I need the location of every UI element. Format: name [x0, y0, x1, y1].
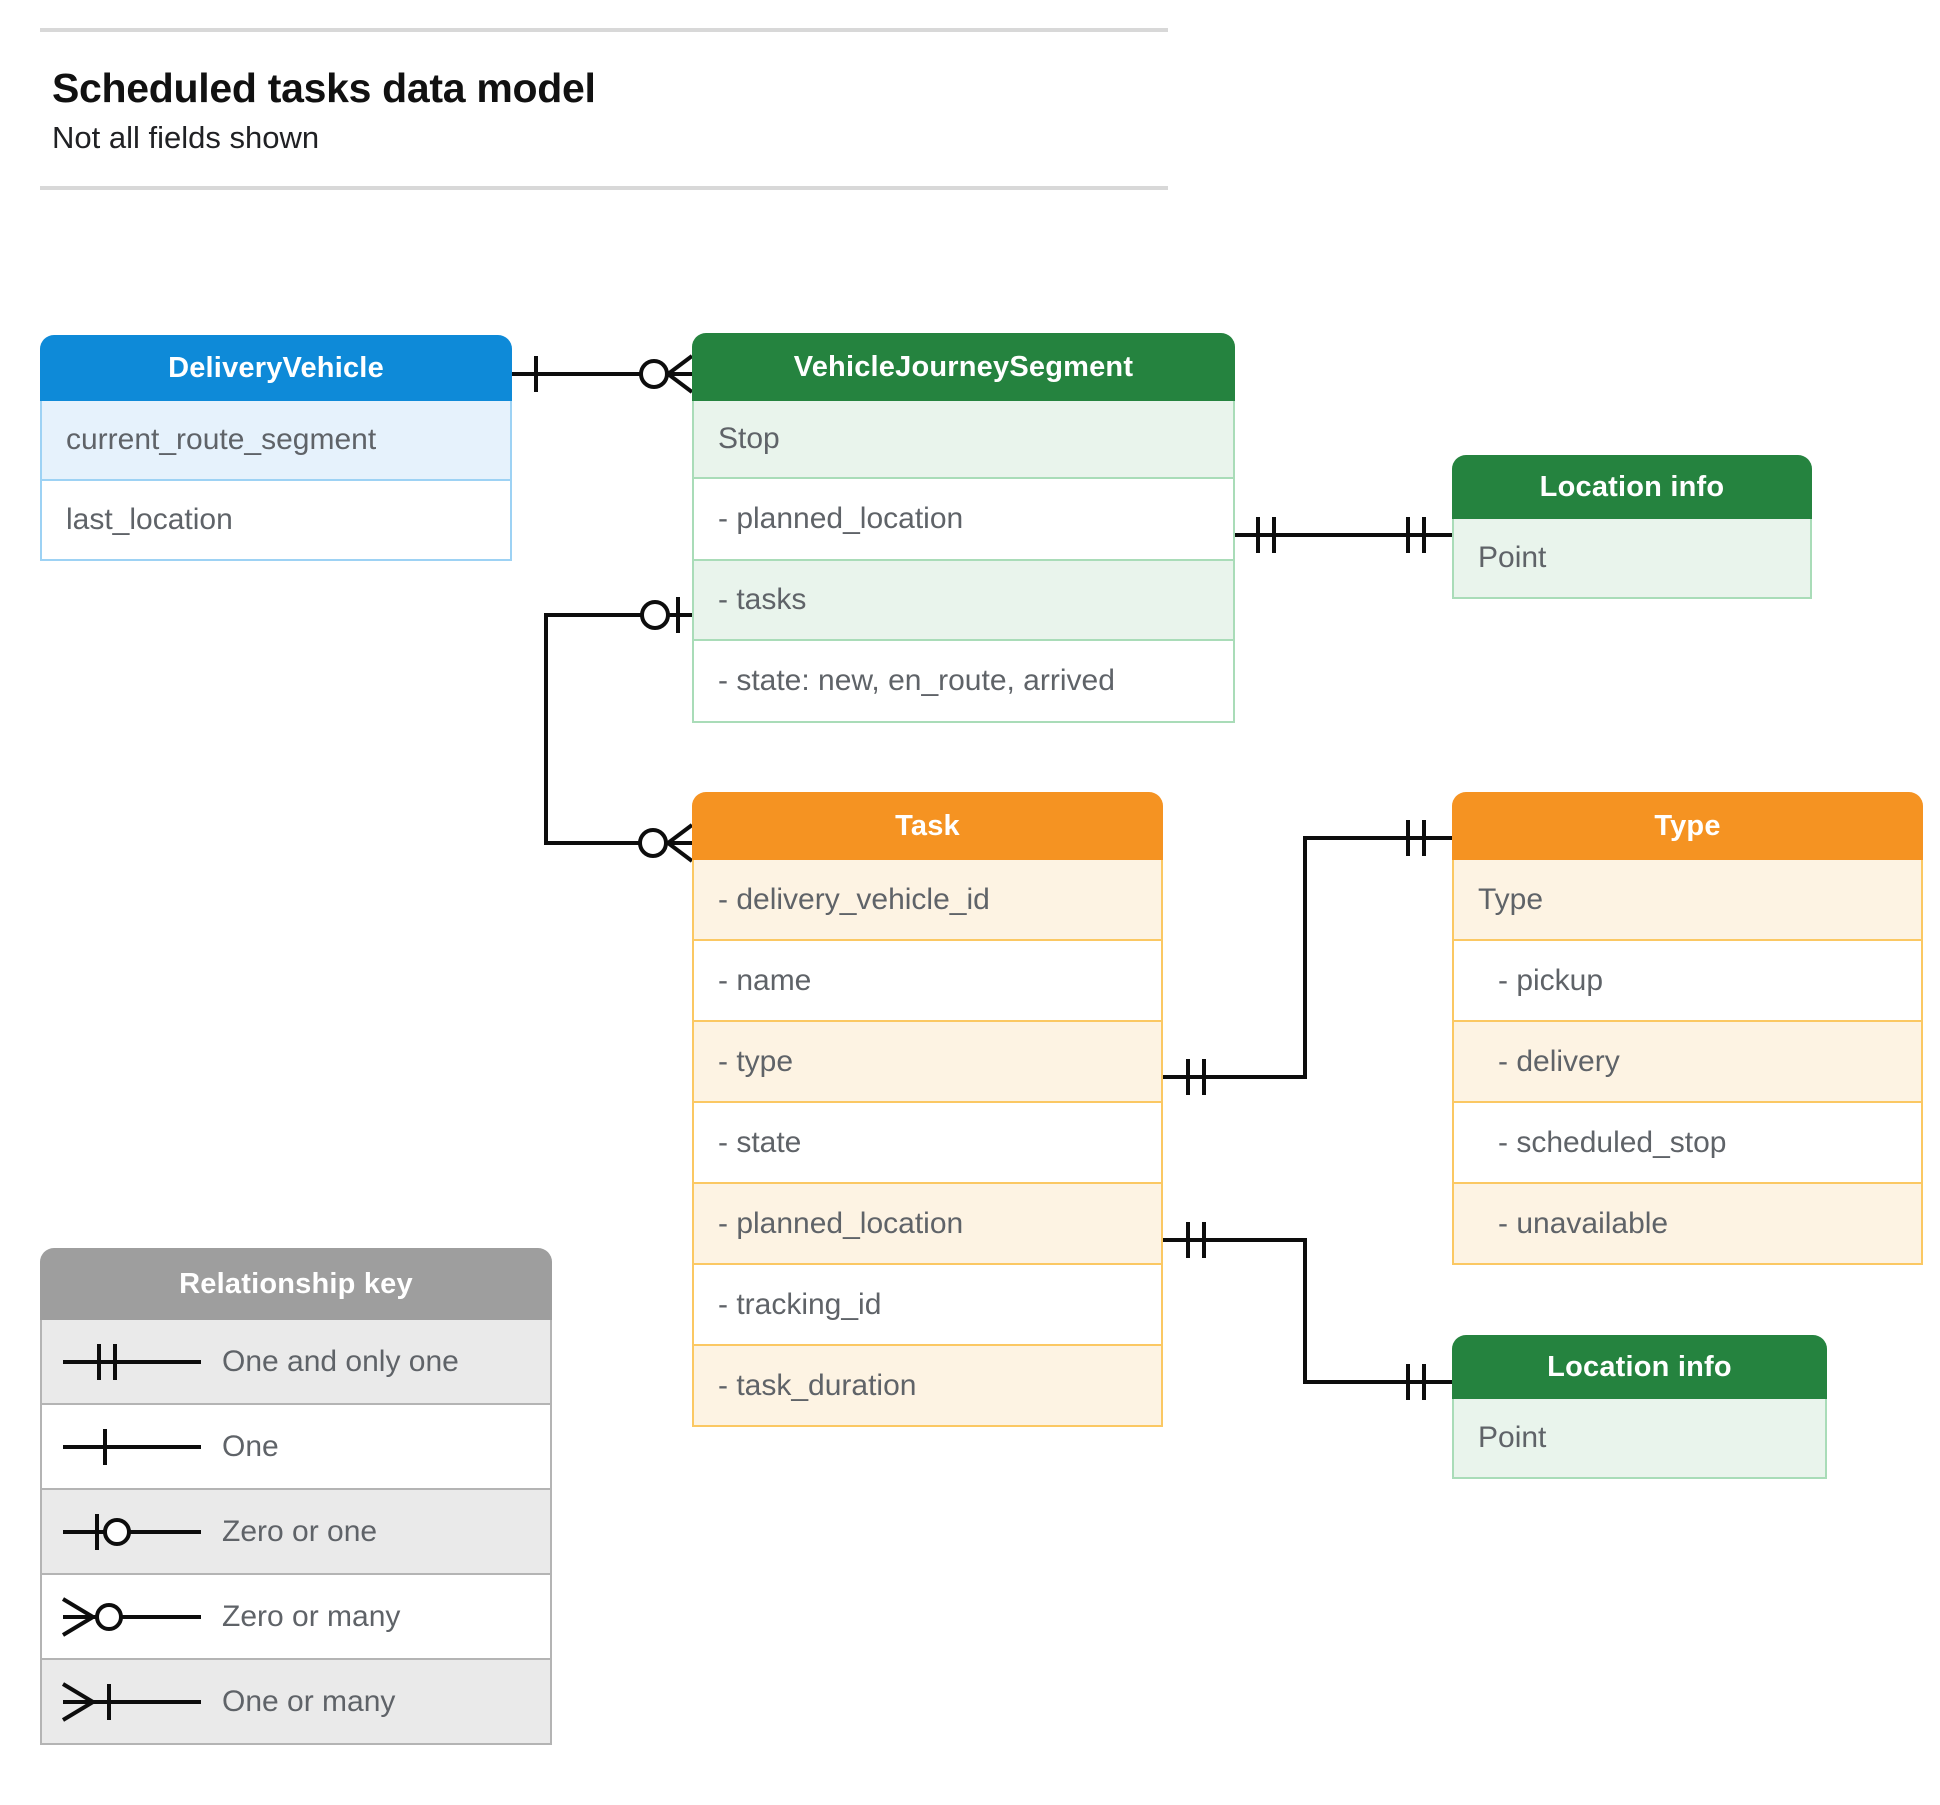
legend-label-zero-or-many: Zero or many	[222, 1599, 401, 1633]
zero-or-many-icon	[42, 1587, 222, 1647]
entity-type[interactable]: Type Type - pickup - delivery - schedule…	[1452, 792, 1923, 1265]
entity-row-point-top: Point	[1452, 519, 1812, 599]
connector-planned-location-to-location-info-top	[1233, 517, 1452, 553]
entity-delivery-vehicle[interactable]: DeliveryVehicle current_route_segment la…	[40, 335, 512, 561]
entity-row-state-task: - state	[692, 1103, 1163, 1184]
entity-location-info-top[interactable]: Location info Point	[1452, 455, 1812, 599]
legend-item-one: One	[40, 1405, 552, 1490]
entity-row-planned-location-task: - planned_location	[692, 1184, 1163, 1265]
entity-row-task-duration: - task_duration	[692, 1346, 1163, 1427]
entity-row-type: - type	[692, 1022, 1163, 1103]
entity-row-unavailable: - unavailable	[1452, 1184, 1923, 1265]
legend-label-one-or-many: One or many	[222, 1684, 396, 1718]
entity-row-state: - state: new, en_route, arrived	[692, 641, 1235, 723]
entity-row-pickup: - pickup	[1452, 941, 1923, 1022]
legend-label-one: One	[222, 1429, 279, 1463]
legend-title: Relationship key	[40, 1248, 552, 1320]
header-rule-bottom	[40, 185, 1168, 190]
entity-row-type-header: Type	[1452, 860, 1923, 941]
legend-item-one-or-many: One or many	[40, 1660, 552, 1745]
entity-row-tasks: - tasks	[692, 561, 1235, 641]
legend-item-zero-or-one: Zero or one	[40, 1490, 552, 1575]
entity-location-info-top-title: Location info	[1452, 455, 1812, 519]
entity-row-scheduled-stop: - scheduled_stop	[1452, 1103, 1923, 1184]
legend-label-one-and-only-one: One and only one	[222, 1344, 459, 1378]
legend-item-one-and-only-one: One and only one	[40, 1320, 552, 1405]
page-header: Scheduled tasks data model Not all field…	[40, 28, 1168, 190]
connector-deliveryvehicle-to-vehiclejourneysegment	[512, 354, 694, 394]
entity-row-delivery: - delivery	[1452, 1022, 1923, 1103]
entity-row-current-route-segment: current_route_segment	[40, 401, 512, 481]
one-and-only-one-icon	[42, 1332, 222, 1392]
entity-task[interactable]: Task - delivery_vehicle_id - name - type…	[692, 792, 1163, 1427]
connector-tasks-to-task	[544, 597, 694, 863]
entity-type-title: Type	[1452, 792, 1923, 860]
legend-item-zero-or-many: Zero or many	[40, 1575, 552, 1660]
entity-row-last-location: last_location	[40, 481, 512, 561]
entity-task-title: Task	[692, 792, 1163, 860]
one-or-many-icon	[42, 1672, 222, 1732]
entity-row-tracking-id: - tracking_id	[692, 1265, 1163, 1346]
connector-task-type-to-type	[1163, 820, 1452, 1095]
zero-or-one-icon	[42, 1502, 222, 1562]
entity-row-delivery-vehicle-id: - delivery_vehicle_id	[692, 860, 1163, 941]
entity-row-point-bottom: Point	[1452, 1399, 1827, 1479]
entity-row-stop: Stop	[692, 401, 1235, 479]
entity-location-info-bottom[interactable]: Location info Point	[1452, 1335, 1827, 1479]
entity-row-name: - name	[692, 941, 1163, 1022]
entity-vehicle-journey-segment-title: VehicleJourneySegment	[692, 333, 1235, 401]
page-title: Scheduled tasks data model	[52, 65, 596, 111]
one-icon	[42, 1417, 222, 1477]
page-subtitle: Not all fields shown	[52, 119, 320, 155]
legend-label-zero-or-one: Zero or one	[222, 1514, 378, 1548]
connector-task-planned-location-to-location-info-bottom	[1163, 1222, 1452, 1400]
entity-row-planned-location: - planned_location	[692, 479, 1235, 561]
entity-delivery-vehicle-title: DeliveryVehicle	[40, 335, 512, 401]
entity-vehicle-journey-segment[interactable]: VehicleJourneySegment Stop - planned_loc…	[692, 333, 1235, 723]
header-rule-top	[40, 28, 1168, 32]
entity-location-info-bottom-title: Location info	[1452, 1335, 1827, 1399]
relationship-key-legend[interactable]: Relationship key One and only one One	[40, 1248, 552, 1745]
